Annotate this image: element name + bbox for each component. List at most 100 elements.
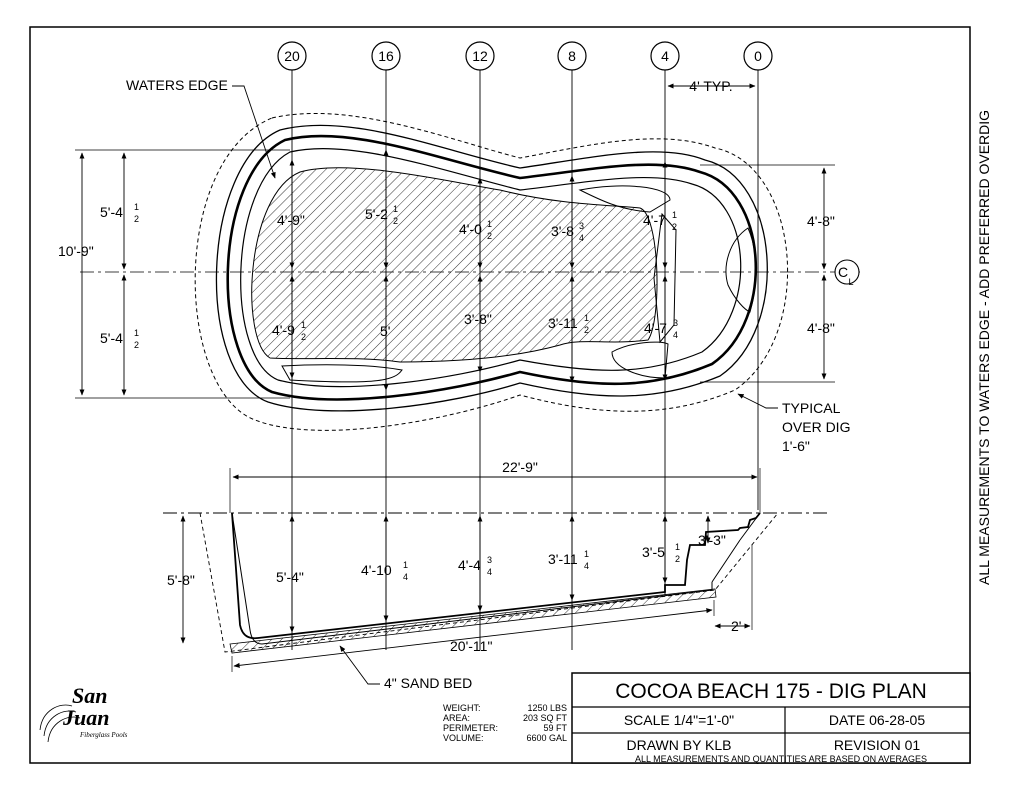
depth-frac-num: 1 xyxy=(584,313,589,323)
logo-swirl xyxy=(39,704,81,743)
drawing-revision: REVISION 01 xyxy=(834,737,921,753)
side-note: ALL MEASUREMENTS TO WATERS EDGE - ADD PR… xyxy=(976,110,992,585)
spec-value: 6600 GAL xyxy=(526,733,567,743)
plan-depth-arrows xyxy=(289,149,668,391)
station-label: 16 xyxy=(378,48,394,64)
step-width-label: 2' xyxy=(731,618,741,634)
depth-frac-den: 4 xyxy=(579,233,584,243)
depth-label: 3'-8 xyxy=(551,223,574,239)
waters-edge-line xyxy=(226,134,758,401)
section-depth-frac-den: 2 xyxy=(675,554,680,564)
over-dig-label-2: OVER DIG xyxy=(782,419,850,435)
half-top-frac-num: 1 xyxy=(134,202,139,212)
depth-frac-den: 2 xyxy=(672,222,677,232)
centerline-sub-label: L xyxy=(848,277,853,287)
plan-depths-bottom: 4'-9 1 2 5' 3'-8" 3'-11 1 2 4'-7 3 4 xyxy=(272,311,678,342)
section-depths: 5'-4" 4'-10 1 4 4'-4 3 4 3'-11 1 4 3'-5 … xyxy=(276,532,726,585)
waters-edge-label: WATERS EDGE xyxy=(126,77,228,93)
section-depth-label: 4'-4 xyxy=(458,557,481,573)
depth-frac-num: 1 xyxy=(672,210,677,220)
depth-label: 4'-7 xyxy=(644,320,667,336)
station-label: 8 xyxy=(568,48,576,64)
section-depth-frac-num: 1 xyxy=(675,542,680,552)
section-depth-frac-den: 4 xyxy=(584,561,589,571)
section-depth-label: 5'-4" xyxy=(276,569,304,585)
logo-line-2: Juan xyxy=(62,705,109,730)
seat-left-bottom xyxy=(281,364,403,383)
over-dig-label-1: TYPICAL xyxy=(782,400,841,416)
section-depth-frac-num: 3 xyxy=(487,555,492,565)
station-label: 4 xyxy=(661,48,669,64)
logo-line-1: San xyxy=(72,683,107,708)
section-depth-label: 3'-3" xyxy=(698,532,726,548)
spec-value: 1250 LBS xyxy=(527,703,567,713)
logo-tagline: Fiberglass Pools xyxy=(79,731,128,739)
section-depth-frac-den: 4 xyxy=(487,567,492,577)
pool-floor-hatch xyxy=(251,167,658,363)
title-block-frame xyxy=(571,672,971,764)
sand-bed-leader xyxy=(339,645,380,685)
depth-label: 4'-9 xyxy=(272,322,295,338)
depth-label: 4'-0 xyxy=(459,221,482,237)
bench-right xyxy=(725,227,757,313)
step-riser-outer xyxy=(711,539,741,583)
centerline-symbol xyxy=(834,259,860,285)
spec-value: 59 FT xyxy=(543,723,567,733)
drawn-by: DRAWN BY KLB xyxy=(626,737,731,753)
depth-frac-num: 3 xyxy=(579,221,584,231)
coping-outer xyxy=(215,124,768,412)
depth-frac-num: 1 xyxy=(301,320,306,330)
bench-line xyxy=(240,147,742,388)
depth-label: 3'-11 xyxy=(548,315,578,331)
spec-label: VOLUME: xyxy=(443,733,484,743)
depth-frac-den: 2 xyxy=(301,332,306,342)
spec-label: AREA: xyxy=(443,713,470,723)
step-riser-upper xyxy=(739,512,761,541)
overall-depth-label: 5'-8" xyxy=(167,572,195,588)
section-depth-label: 3'-11 xyxy=(548,551,578,567)
depth-frac-den: 2 xyxy=(393,216,398,226)
depth-frac-num: 1 xyxy=(393,204,398,214)
depth-label: 5'-2 xyxy=(365,206,388,222)
section-view: 22'-9" 5'-8" 20'-11" 2' 4" SAND BED 5'-4… xyxy=(163,459,830,691)
drawing-scale: SCALE 1/4"=1'-0" xyxy=(624,712,734,728)
half-bottom-label: 5'-4 xyxy=(100,330,123,346)
title-block: COCOA BEACH 175 - DIG PLAN SCALE 1/4"=1'… xyxy=(571,672,971,764)
depth-frac-den: 2 xyxy=(487,231,492,241)
over-dig-leader xyxy=(737,393,778,409)
station-label: 20 xyxy=(284,48,300,64)
half-top-frac-den: 2 xyxy=(134,214,139,224)
san-juan-logo: San Juan Fiberglass Pools xyxy=(39,683,128,743)
depth-frac-num: 1 xyxy=(487,219,492,229)
centerline-label: C xyxy=(838,264,848,280)
overdig-outline xyxy=(194,112,788,431)
station-label: 12 xyxy=(472,48,488,64)
total-width-label: 10'-9" xyxy=(58,243,94,259)
station-bubbles: 20 16 12 8 4 0 xyxy=(277,41,773,71)
half-bottom-frac-num: 1 xyxy=(134,328,139,338)
section-depth-frac-num: 1 xyxy=(403,560,408,570)
depth-frac-den: 2 xyxy=(584,325,589,335)
overall-length-label: 22'-9" xyxy=(502,459,538,475)
section-depth-frac-num: 1 xyxy=(584,549,589,559)
depth-label: 3'-8" xyxy=(464,311,492,327)
right-bottom-label: 4'-8" xyxy=(807,320,835,336)
over-dig-label-3: 1'-6" xyxy=(782,438,810,454)
depth-label: 4'-9" xyxy=(277,212,305,228)
spec-label: PERIMETER: xyxy=(443,723,498,733)
depth-label: 5' xyxy=(380,323,390,339)
spec-label: WEIGHT: xyxy=(443,703,481,713)
plan-depths-top: 4'-9" 5'-2 1 2 4'-0 1 2 3'-8 3 4 4'-7 1 … xyxy=(277,204,677,243)
section-depth-label: 4'-10 xyxy=(361,562,392,578)
half-bottom-frac-den: 2 xyxy=(134,340,139,350)
right-top-label: 4'-8" xyxy=(807,213,835,229)
spec-value: 203 SQ FT xyxy=(523,713,568,723)
specs-table: WEIGHT: 1250 LBS AREA: 203 SQ FT PERIMET… xyxy=(443,703,568,743)
station-label: 0 xyxy=(754,48,762,64)
depth-label: 4'-7 xyxy=(643,212,666,228)
entry-step-lower xyxy=(611,341,669,379)
sand-bed-label: 4" SAND BED xyxy=(384,675,472,691)
section-depth-frac-den: 4 xyxy=(403,572,408,582)
